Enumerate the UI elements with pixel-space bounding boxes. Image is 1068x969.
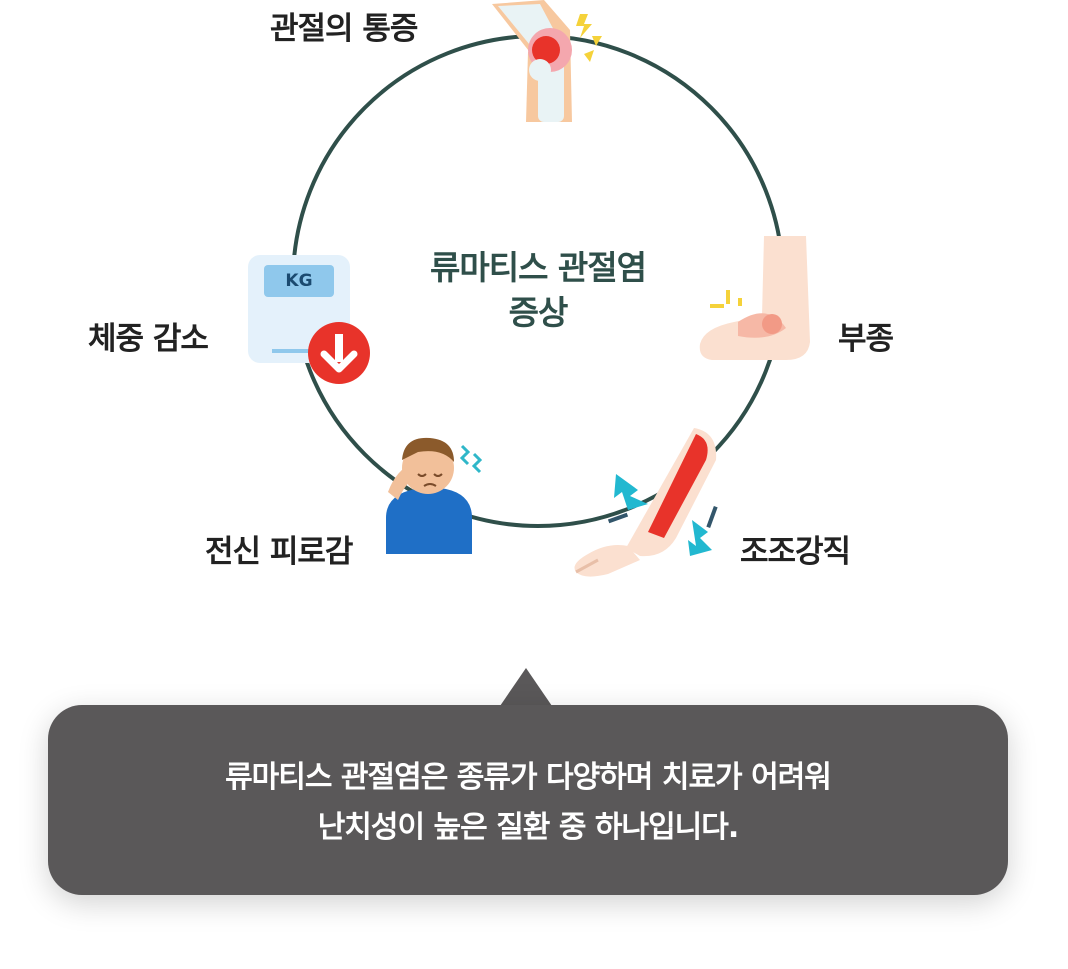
callout-box: 류마티스 관절염은 종류가 다양하며 치료가 어려워 난치성이 높은 질환 중 … bbox=[48, 705, 1008, 895]
callout-pointer bbox=[500, 668, 552, 706]
stiff-arm-icon bbox=[574, 428, 718, 577]
diagram-title-line2: 증상 bbox=[508, 293, 569, 332]
callout-line2: 난치성이 높은 질환 중 하나입니다. bbox=[317, 810, 740, 845]
callout-line1: 류마티스 관절염은 종류가 다양하며 치료가 어려워 bbox=[225, 760, 832, 795]
label-weight-loss: 체중 감소 bbox=[88, 321, 209, 357]
label-joint-pain: 관절의 통증 bbox=[270, 11, 418, 47]
down-arrow-icon bbox=[308, 322, 370, 384]
symptom-diagram: 류마티스 관절염 증상 관절의 통증 부종 조조강직 전신 피 bbox=[88, 0, 894, 577]
diagram-title-line1: 류마티스 관절염 bbox=[429, 248, 647, 287]
label-fatigue: 전신 피로감 bbox=[205, 534, 353, 570]
knee-joint-icon bbox=[492, 0, 602, 122]
scale-line bbox=[272, 349, 330, 353]
diagram-title: 류마티스 관절염 증상 bbox=[388, 245, 688, 335]
label-swelling: 부종 bbox=[838, 321, 894, 357]
tired-person-icon bbox=[386, 437, 483, 554]
swollen-foot-icon bbox=[699, 236, 810, 360]
callout-text: 류마티스 관절염은 종류가 다양하며 치료가 어려워 난치성이 높은 질환 중 … bbox=[48, 753, 1008, 853]
label-morning-stiffness: 조조강직 bbox=[740, 534, 851, 570]
scale-display: KG bbox=[264, 265, 334, 297]
